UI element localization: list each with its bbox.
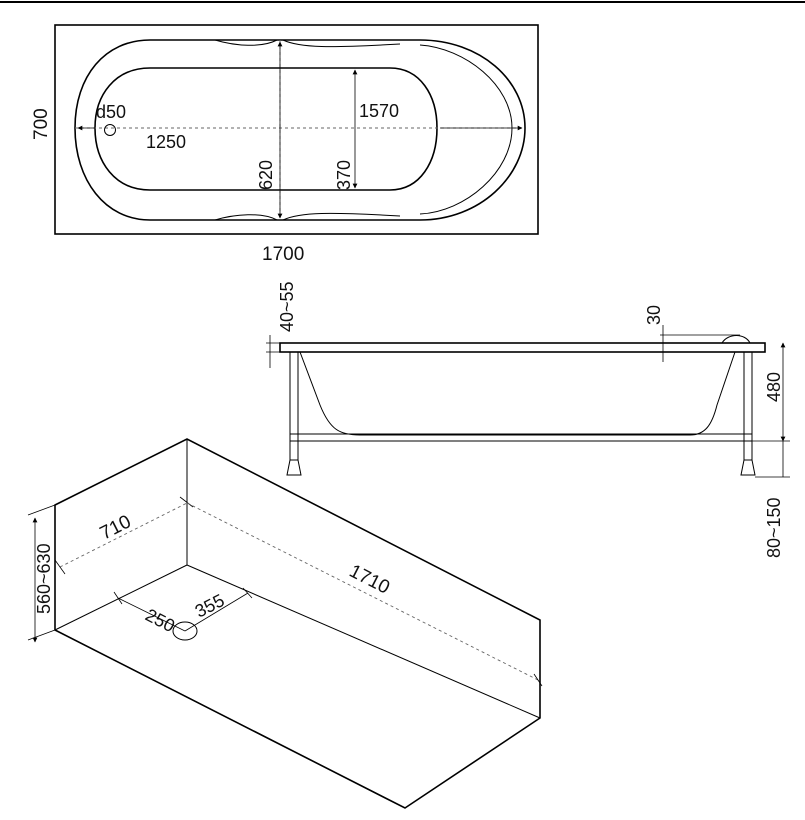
- tub-body: [299, 351, 736, 436]
- dim-560-630-ext-bottom: [27, 629, 56, 641]
- dim-250-line: [117, 597, 186, 632]
- niche-floor-left: [186, 564, 541, 719]
- depth-label: 480: [764, 372, 784, 402]
- bottom-width-label: 370: [334, 160, 354, 190]
- top-length-label: 1700: [262, 244, 304, 265]
- dim-710-tick-left: [54, 559, 66, 575]
- dim-355-line: [184, 592, 249, 632]
- dim-355-tick: [242, 587, 253, 599]
- inner-width-label: 620: [256, 160, 276, 190]
- foot-right: [740, 459, 756, 476]
- niche-height-label: 560~630: [34, 543, 54, 614]
- side-view: 40~55 30 480 80~150: [266, 281, 790, 558]
- niche-length-label: 1710: [346, 561, 393, 599]
- niche-drain: [172, 621, 198, 641]
- dim-710-tick-right: [179, 496, 194, 508]
- leg-label: 80~150: [764, 497, 784, 558]
- niche-view: 710 560~630 1710 250 355: [27, 438, 543, 809]
- drain-circle: [104, 124, 116, 136]
- headrest: [721, 335, 751, 344]
- top-width-label: 700: [31, 108, 52, 140]
- top-view: 1700 700 d50 1570 1250 620 370: [31, 24, 539, 265]
- frame-gap-label: 40~55: [277, 281, 297, 332]
- niche-width-label: 710: [97, 511, 135, 544]
- bottom-length-label: 1250: [146, 132, 186, 152]
- drain-from-wall-label: 355: [192, 590, 228, 621]
- niche-outer-box: [54, 438, 541, 809]
- tub-bottom-outline: [94, 67, 438, 191]
- drain-label: d50: [96, 102, 126, 122]
- foot-left: [286, 459, 302, 476]
- niche-front-bottom: [54, 629, 406, 809]
- tub-rim: [279, 342, 766, 353]
- rim-label: 30: [644, 305, 664, 325]
- top-view-frame: [54, 24, 539, 235]
- niche-floor-back: [54, 564, 188, 631]
- armrest-bottom: [214, 212, 401, 221]
- frame-crossbar: [289, 433, 753, 442]
- tub-outer-outline: [74, 39, 526, 221]
- armrest-top: [214, 39, 401, 48]
- dim-560-630-ext-top: [27, 504, 56, 516]
- dim-250-tick: [113, 591, 123, 605]
- inner-length-label: 1570: [359, 101, 399, 121]
- dim-1710-tick: [533, 673, 543, 687]
